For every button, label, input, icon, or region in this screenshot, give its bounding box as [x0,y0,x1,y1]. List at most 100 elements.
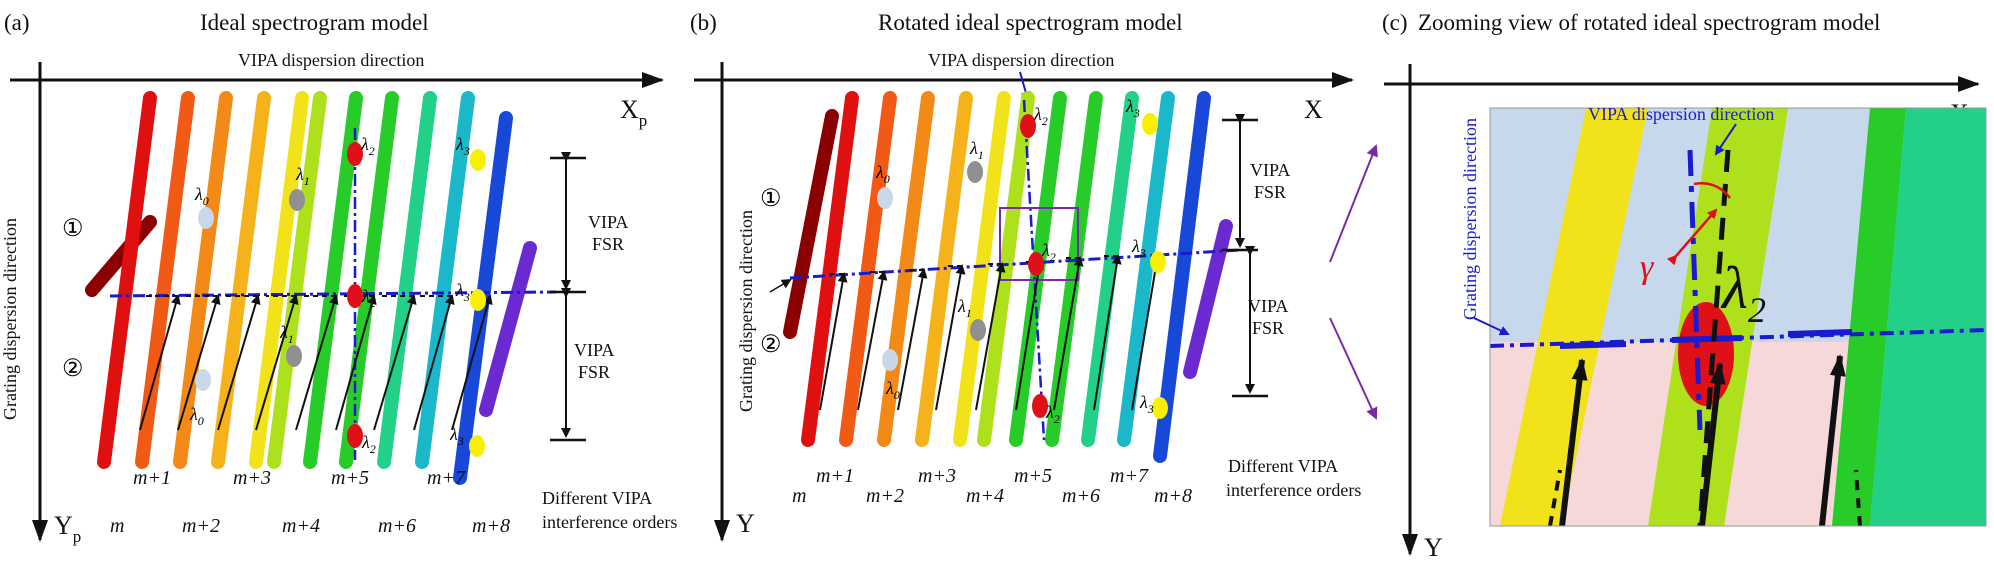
panel-b-spot-lambda2-low [1032,394,1048,418]
panel-a-order-m1: m+1 [133,467,171,489]
panel-c-blue-segment-3 [1787,329,1853,337]
panel-a-order-m4: m+4 [282,515,320,537]
panel-b-zig-arrow-4 [975,262,1006,411]
panel-c-blue-segment-1 [1559,341,1627,349]
panel-b-title: Rotated ideal spectrogram model [878,10,1183,35]
panel-a-zig-arrow-8 [451,294,493,431]
panel-b-stripe-0 [783,109,839,339]
panel-b-order-m6: m+6 [1062,485,1100,507]
panel-b-vipa-direction-label: VIPA dispersion direction [928,50,1114,70]
panel-b-zig-arrow-3 [935,264,966,411]
panel-a: (a) Ideal spectrogram model VIPA dispers… [0,10,677,546]
panel-a-vipa-direction-label: VIPA dispersion direction [238,50,424,70]
panel-a-spot-lambda3-top [470,149,486,171]
panel-b-spot-lambda2-mid [1028,252,1044,276]
panel-a-stripe-3 [173,91,233,469]
panel-b-lambda1-label-lower: λ1 [957,296,972,320]
panel-b-order-m1: m+1 [816,465,854,487]
panel-b-spot-lambda0-lower [882,349,898,371]
panel-a-spot-lambda2-mid [347,284,363,308]
panel-a-spot-lambda1-upper [289,189,305,211]
panel-b-fsr-upper-line1: VIPA [1250,160,1290,180]
panel-a-zig-arrow-2 [217,294,261,431]
panel-b-zoom-arrow-upper [1329,144,1378,263]
panel-a-stripe-6 [267,91,327,469]
panel-c-stripe-green [1832,108,1906,526]
panel-a-stripe-9 [377,91,437,469]
panel-a-fsr-lower-line2: FSR [578,362,610,382]
panel-a-order-m3: m+3 [233,467,271,489]
panel-b-order-m: m [792,485,806,507]
panel-b-spot-lambda0-upper [877,187,893,209]
panel-b-zig-arrow-0 [819,272,848,411]
panel-a-x-axis-label: Xp [620,95,647,130]
panel-b-stripe-9 [1081,91,1139,447]
panel-a-zig-arrow-0 [139,294,181,431]
panel-b-grating-pointer [769,278,792,293]
panel-a-spot-lambda2-low [347,424,363,448]
panel-c-stripe-teal [1870,108,1986,526]
panel-a-spot-lambda0-lower [195,369,211,391]
panel-b-order-arrows [819,252,1162,411]
panel-b-spot-lambda3-low [1152,397,1168,419]
panel-a-zig-arrow-1 [177,294,221,431]
panel-a-zig-arrow-4 [295,294,339,431]
panel-b-grating-direction-label: Grating dispersion direction [736,210,756,412]
panel-a-zig-arrow-7 [413,294,455,431]
panel-a-order-arrows [139,294,493,431]
panel-a-fsr-lower-line1: VIPA [574,340,614,360]
panel-a-fsr-upper-line2: FSR [592,234,624,254]
panel-b-stripe-6 [977,91,1035,447]
panel-b-zig-arrow-7 [1093,254,1122,411]
panel-b-lambda3-label-low: λ3 [1139,392,1154,416]
panel-a-tag: (a) [4,10,30,35]
panel-b-tag: (b) [690,10,717,35]
panel-b-order-m5: m+5 [1014,465,1052,487]
panel-c-gamma-label: γ [1640,249,1655,286]
panel-a-lambda0-label-upper: λ0 [194,184,209,208]
panel-b-order-m8: m+8 [1154,485,1192,507]
panel-c-order-arrow-3 [1819,354,1846,526]
panel-c-lambda2-label: λ2 [1720,255,1766,330]
panel-b: (b) Rotated ideal spectrogram model VIPA… [690,10,1378,542]
panel-b-order-m7: m+7 [1110,465,1149,487]
panel-a-fsr-upper-line1: VIPA [588,212,628,232]
panel-b-spot-lambda3-mid [1150,251,1166,273]
panel-a-spot-lambda3-low [469,435,485,457]
panel-c-y-axis-label: Y [1424,533,1443,562]
panel-b-stripe-10 [1117,91,1175,447]
panel-b-region-2: ② [760,332,782,358]
panel-a-lambda2-label-low: λ2 [361,432,376,456]
panel-a-order-m2: m+2 [182,515,220,537]
panel-b-zig-arrow-8 [1131,252,1162,411]
panel-b-orders-note-line1: Different VIPA [1228,456,1338,476]
panel-a-lambda3-label-mid: λ3 [455,280,470,304]
panel-a-order-m5: m+5 [331,467,369,489]
panel-c-dash-2 [1854,469,1862,526]
panel-b-stripe-12 [1183,219,1233,379]
panel-c: (c) Zooming view of rotated ideal spectr… [1382,10,1987,562]
panel-a-orders-note-line2: interference orders [542,512,677,532]
panel-b-zig-arrow-5 [1015,260,1044,411]
panel-b-stripes [783,91,1233,463]
panel-b-spot-lambda2-top [1020,114,1036,138]
panel-b-spot-lambda3-top [1142,113,1158,135]
panel-b-stripe-11 [1153,91,1211,463]
panel-c-order-arrow-2 [1699,362,1726,526]
panel-a-stripe-8 [339,91,399,469]
panel-a-stripe-0 [85,215,157,297]
panel-b-stripe-3 [877,91,935,447]
panel-a-stripe-12 [479,241,537,417]
panel-b-spot-lambda1-upper [967,161,983,183]
panel-b-stripe-2 [839,91,897,447]
panel-b-lambda1-label-upper: λ1 [969,138,984,162]
panel-b-stripe-5 [953,91,1011,447]
panel-c-vipa-dash-line [1687,149,1703,431]
panel-b-region-1: ① [760,186,782,212]
panel-b-stripe-1 [801,91,859,447]
panel-c-order-arrow-1 [1559,358,1588,526]
panel-b-zig-arrow-1 [857,270,888,411]
panel-a-stripe-2 [135,91,195,469]
panel-a-grating-direction-label: Grating dispersion direction [0,218,20,420]
